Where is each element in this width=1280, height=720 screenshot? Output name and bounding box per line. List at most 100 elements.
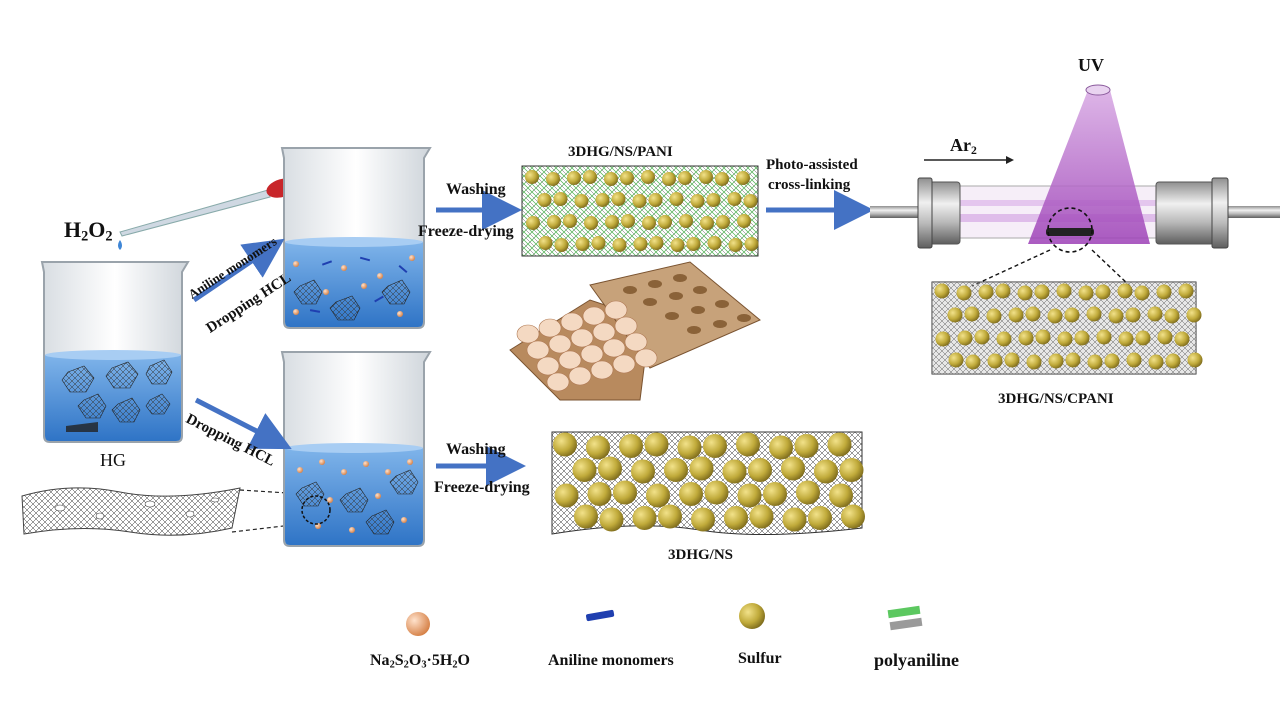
sulfur-sphere xyxy=(621,214,635,228)
sulfur-sphere xyxy=(769,435,793,460)
sulfur-sphere xyxy=(632,194,647,208)
sulfur-sphere xyxy=(1164,308,1180,324)
sulfur-sphere xyxy=(703,434,727,458)
sulfur-sphere xyxy=(670,238,685,252)
egg xyxy=(612,354,636,374)
sulfur-sphere xyxy=(1064,307,1080,323)
aniline-monomer-rod-icon xyxy=(586,609,615,622)
product-ns-structure xyxy=(551,431,865,536)
sulfur-sphere xyxy=(620,171,634,185)
sulfur-sphere xyxy=(996,331,1012,347)
sulfur-sphere xyxy=(686,237,701,251)
egg xyxy=(602,338,626,358)
beaker-hcl xyxy=(280,351,432,547)
sulfur-sphere xyxy=(1135,330,1151,346)
sulfur-sphere xyxy=(690,194,705,208)
egg xyxy=(582,306,606,326)
sulfur-sphere xyxy=(574,504,598,529)
sulfur-sphere xyxy=(957,330,973,346)
sulfur-sphere xyxy=(796,480,820,505)
h2o2-label: H2O2 xyxy=(64,217,113,245)
arrow-to-hcl-beaker xyxy=(194,397,292,450)
sulfur-sphere xyxy=(715,172,729,186)
sulfur-sphere xyxy=(1174,331,1190,347)
sulfur-sphere xyxy=(679,482,703,506)
sulfur-sphere xyxy=(956,285,972,301)
sulfur-sphere xyxy=(716,215,730,229)
sulfur-sphere xyxy=(1034,284,1050,300)
sulfur-sphere xyxy=(736,171,750,185)
product-ns-label: 3DHG/NS xyxy=(668,547,734,563)
washing-lower-label: Washing xyxy=(446,441,506,458)
sulfur-sphere-icon xyxy=(739,603,765,629)
sulfur-sphere xyxy=(841,504,865,529)
beaker-hg xyxy=(40,261,190,443)
sulfur-sphere xyxy=(591,236,606,250)
sulfur-sphere xyxy=(748,458,772,482)
sulfur-sphere xyxy=(699,170,713,184)
sulfur-sphere xyxy=(574,194,589,208)
sulfur-sphere xyxy=(632,506,657,530)
sulfur-sphere xyxy=(987,353,1003,369)
sulfur-sphere xyxy=(1008,307,1024,323)
sulfur-sphere xyxy=(526,216,540,230)
photo-assisted-label: Photo-assisted xyxy=(766,157,858,173)
sulfur-sphere xyxy=(554,238,569,252)
sulfur-sphere xyxy=(662,172,676,186)
sulfur-sphere xyxy=(965,354,981,370)
sulfur-sphere xyxy=(737,214,751,228)
product-pani-label: 3DHG/NS/PANI xyxy=(568,144,673,160)
sulfur-sphere xyxy=(744,237,759,251)
egg xyxy=(614,316,638,336)
uv-label: UV xyxy=(1078,55,1104,75)
sulfur-sphere xyxy=(1004,352,1020,368)
egg xyxy=(592,322,616,342)
sulfur-sphere xyxy=(995,283,1011,299)
sulfur-sphere xyxy=(743,194,758,208)
sulfur-sphere xyxy=(1047,308,1063,324)
sulfur-sphere xyxy=(763,482,787,506)
sulfur-sphere xyxy=(598,456,622,481)
sulfur-sphere xyxy=(1147,306,1163,322)
sulfur-sphere xyxy=(575,237,590,251)
sulfur-sphere xyxy=(554,483,579,508)
sulfur-sphere xyxy=(781,456,805,481)
sulfur-sphere xyxy=(678,171,692,185)
sulfur-sphere xyxy=(537,193,552,207)
sulfur-sphere xyxy=(619,434,643,458)
sulfur-sphere xyxy=(546,172,560,186)
sulfur-sphere xyxy=(689,456,714,481)
sulfur-sphere xyxy=(1156,284,1172,300)
sulfur-sphere xyxy=(1104,353,1120,369)
egg xyxy=(560,312,584,332)
sulfur-sphere xyxy=(664,458,688,482)
sulfur-sphere xyxy=(808,506,832,530)
legend-label-sulfur: Sulfur xyxy=(738,650,782,667)
zoom-circle xyxy=(301,495,331,525)
sulfur-sphere xyxy=(1108,308,1124,324)
egg xyxy=(536,356,560,376)
freeze-drying-lower-label: Freeze-drying xyxy=(434,479,530,496)
freeze-drying-upper-label: Freeze-drying xyxy=(418,223,514,240)
legend-label-polyaniline: polyaniline xyxy=(874,650,960,670)
sulfur-sphere xyxy=(1165,353,1181,369)
sulfur-sphere xyxy=(728,238,743,252)
sulfur-sphere xyxy=(611,192,626,206)
sulfur-sphere xyxy=(572,458,597,482)
process-arrows xyxy=(192,190,874,486)
uv-beam xyxy=(1028,90,1150,244)
sulfur-sphere xyxy=(691,507,715,532)
sulfur-sphere xyxy=(1117,283,1133,299)
egg xyxy=(516,324,540,344)
sulfur-sphere xyxy=(1056,283,1072,299)
sulfur-sphere xyxy=(1125,307,1141,323)
sulfur-sphere xyxy=(642,216,656,230)
sulfur-sphere xyxy=(677,435,702,460)
sulfur-sphere xyxy=(839,458,864,482)
egg xyxy=(580,344,604,364)
cross-linking-label: cross-linking xyxy=(768,177,851,193)
sulfur-sphere xyxy=(1078,285,1094,301)
sulfur-sphere xyxy=(525,170,539,184)
sulfur-sphere xyxy=(644,432,669,457)
ar2-label: Ar2 xyxy=(950,135,977,157)
